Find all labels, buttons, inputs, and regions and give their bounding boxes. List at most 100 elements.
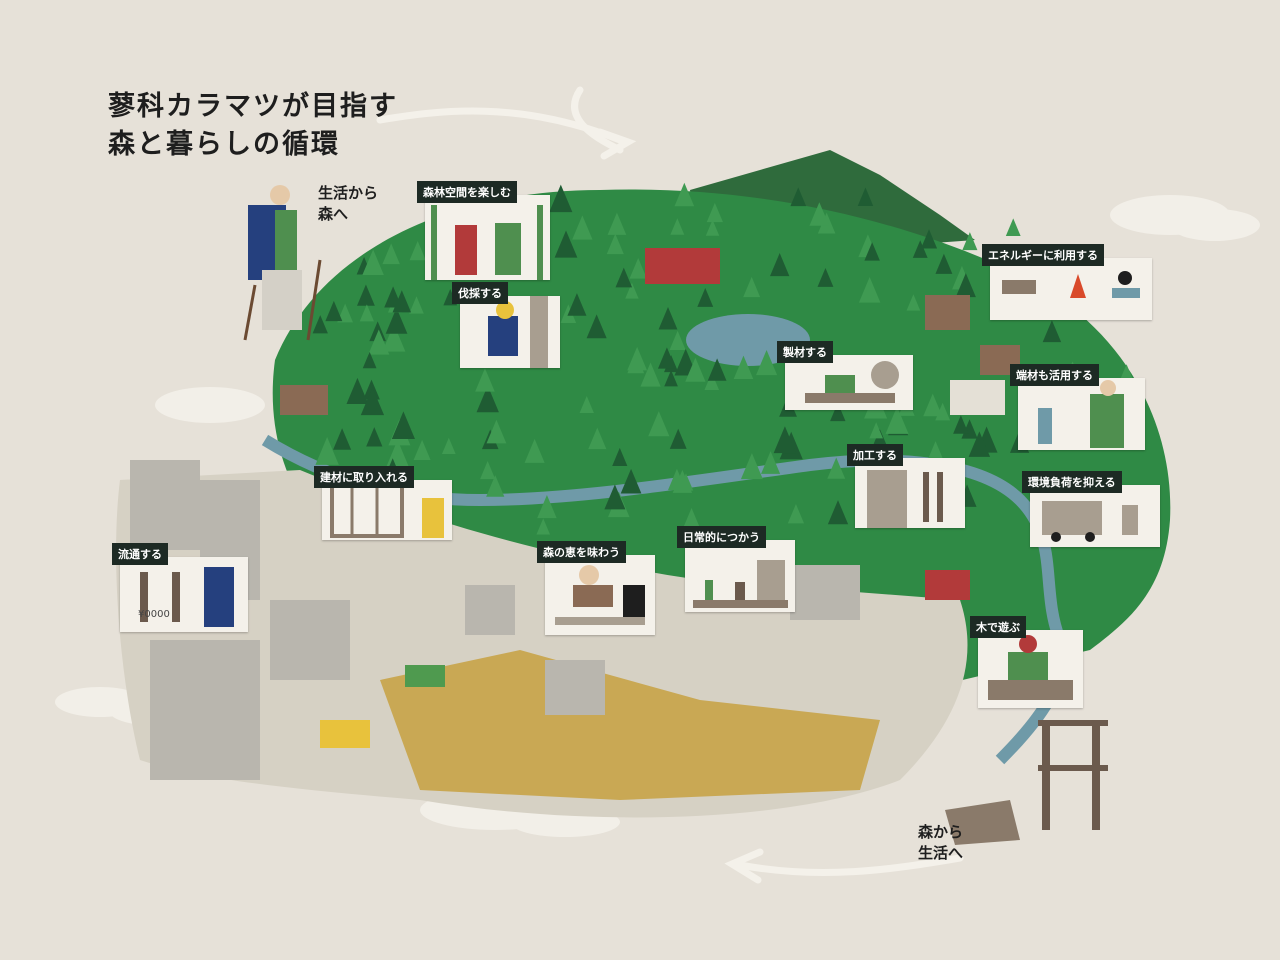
tree bbox=[620, 468, 642, 494]
tree bbox=[857, 187, 874, 206]
tree bbox=[669, 428, 687, 449]
tree bbox=[360, 387, 385, 416]
callout-play-wood-art bbox=[988, 635, 1073, 700]
callout-taste-label: 森の恵を味わう bbox=[537, 541, 626, 563]
tree bbox=[312, 315, 328, 334]
callout-sawing: 製材する bbox=[777, 341, 913, 410]
callout-building-art bbox=[330, 484, 444, 538]
tree bbox=[441, 437, 456, 454]
tree bbox=[606, 233, 624, 255]
callout-distribution-label: 流通する bbox=[112, 543, 168, 565]
tree bbox=[923, 393, 943, 417]
tree bbox=[657, 347, 676, 369]
callout-enjoy-forest-art bbox=[431, 205, 543, 280]
tree bbox=[476, 385, 499, 413]
callout-enjoy-forest: 森林空間を楽しむ bbox=[417, 181, 550, 280]
tree bbox=[704, 372, 720, 391]
tree bbox=[681, 507, 702, 532]
hiker-figure bbox=[243, 185, 322, 341]
tree bbox=[357, 284, 375, 306]
callout-offcuts-art bbox=[1038, 380, 1124, 448]
tree bbox=[337, 303, 354, 323]
tree bbox=[756, 349, 778, 376]
callout-taste-art bbox=[555, 565, 645, 625]
tree bbox=[968, 431, 991, 457]
tree bbox=[761, 451, 781, 474]
tree bbox=[480, 461, 496, 480]
tree bbox=[773, 426, 797, 454]
tree bbox=[935, 253, 953, 274]
tree bbox=[1042, 320, 1062, 343]
tree bbox=[368, 329, 390, 355]
callout-daily-use-label: 日常的につかう bbox=[677, 526, 766, 548]
callout-processing-art bbox=[867, 470, 943, 528]
tree bbox=[362, 351, 377, 369]
tree bbox=[325, 300, 343, 322]
callout-logging: 伐採する bbox=[452, 282, 560, 368]
tree bbox=[554, 230, 578, 258]
tree bbox=[586, 314, 607, 339]
flow-label-forest-to-life: 森から 生活へ bbox=[918, 823, 964, 862]
callout-processing-label: 加工する bbox=[847, 444, 903, 466]
tree bbox=[955, 273, 976, 298]
tree bbox=[858, 277, 881, 303]
chair-figure bbox=[1038, 720, 1108, 830]
tree bbox=[830, 402, 846, 422]
flow-label-life-to-forest: 生活から 森へ bbox=[318, 184, 379, 223]
tree bbox=[658, 306, 678, 330]
tree bbox=[346, 377, 369, 404]
callout-building: 建材に取り入れる bbox=[314, 466, 452, 540]
tree bbox=[486, 475, 505, 497]
tree bbox=[740, 453, 763, 480]
tree bbox=[790, 187, 807, 207]
tree bbox=[604, 484, 626, 510]
tree bbox=[648, 411, 670, 437]
tree bbox=[524, 438, 545, 463]
tree bbox=[315, 436, 339, 465]
tree bbox=[743, 276, 761, 298]
tree bbox=[359, 304, 374, 322]
tree bbox=[1005, 218, 1021, 237]
town-fields bbox=[380, 650, 880, 800]
tree bbox=[537, 494, 557, 519]
tree bbox=[871, 429, 888, 449]
tree bbox=[706, 202, 723, 223]
tree bbox=[770, 253, 790, 277]
callout-sawing-art bbox=[805, 361, 899, 403]
callout-sawing-label: 製材する bbox=[777, 341, 833, 363]
tree bbox=[536, 518, 551, 535]
tree bbox=[674, 182, 695, 207]
callout-energy-art bbox=[1002, 271, 1140, 298]
tree bbox=[961, 419, 978, 439]
tree bbox=[567, 293, 587, 316]
tree bbox=[409, 240, 426, 261]
tree bbox=[817, 267, 834, 287]
tree bbox=[697, 288, 714, 307]
price-tag: ¥0000 bbox=[138, 609, 170, 620]
tree bbox=[333, 428, 352, 450]
callout-offcuts-label: 端材も活用する bbox=[1010, 364, 1099, 386]
tree bbox=[363, 379, 380, 400]
tree bbox=[391, 411, 415, 439]
tree bbox=[707, 358, 727, 381]
tree bbox=[827, 500, 849, 525]
tree bbox=[475, 368, 495, 392]
callout-taste: 森の恵を味わう bbox=[537, 541, 655, 635]
tree bbox=[809, 202, 830, 226]
tree bbox=[906, 294, 921, 311]
tree bbox=[612, 447, 628, 466]
tree bbox=[615, 267, 633, 288]
tree bbox=[572, 215, 593, 240]
callout-processing: 加工する bbox=[847, 444, 965, 528]
tree bbox=[385, 307, 408, 334]
houses bbox=[280, 248, 1020, 748]
tree bbox=[962, 232, 978, 251]
tree bbox=[670, 218, 685, 235]
cycle-arrows bbox=[376, 86, 964, 884]
tree bbox=[625, 282, 639, 299]
title-line-1: 蓼科カラマツが目指す bbox=[108, 91, 398, 122]
tree bbox=[864, 242, 880, 261]
tree bbox=[733, 355, 754, 379]
tree bbox=[486, 419, 507, 444]
tree bbox=[885, 406, 909, 434]
